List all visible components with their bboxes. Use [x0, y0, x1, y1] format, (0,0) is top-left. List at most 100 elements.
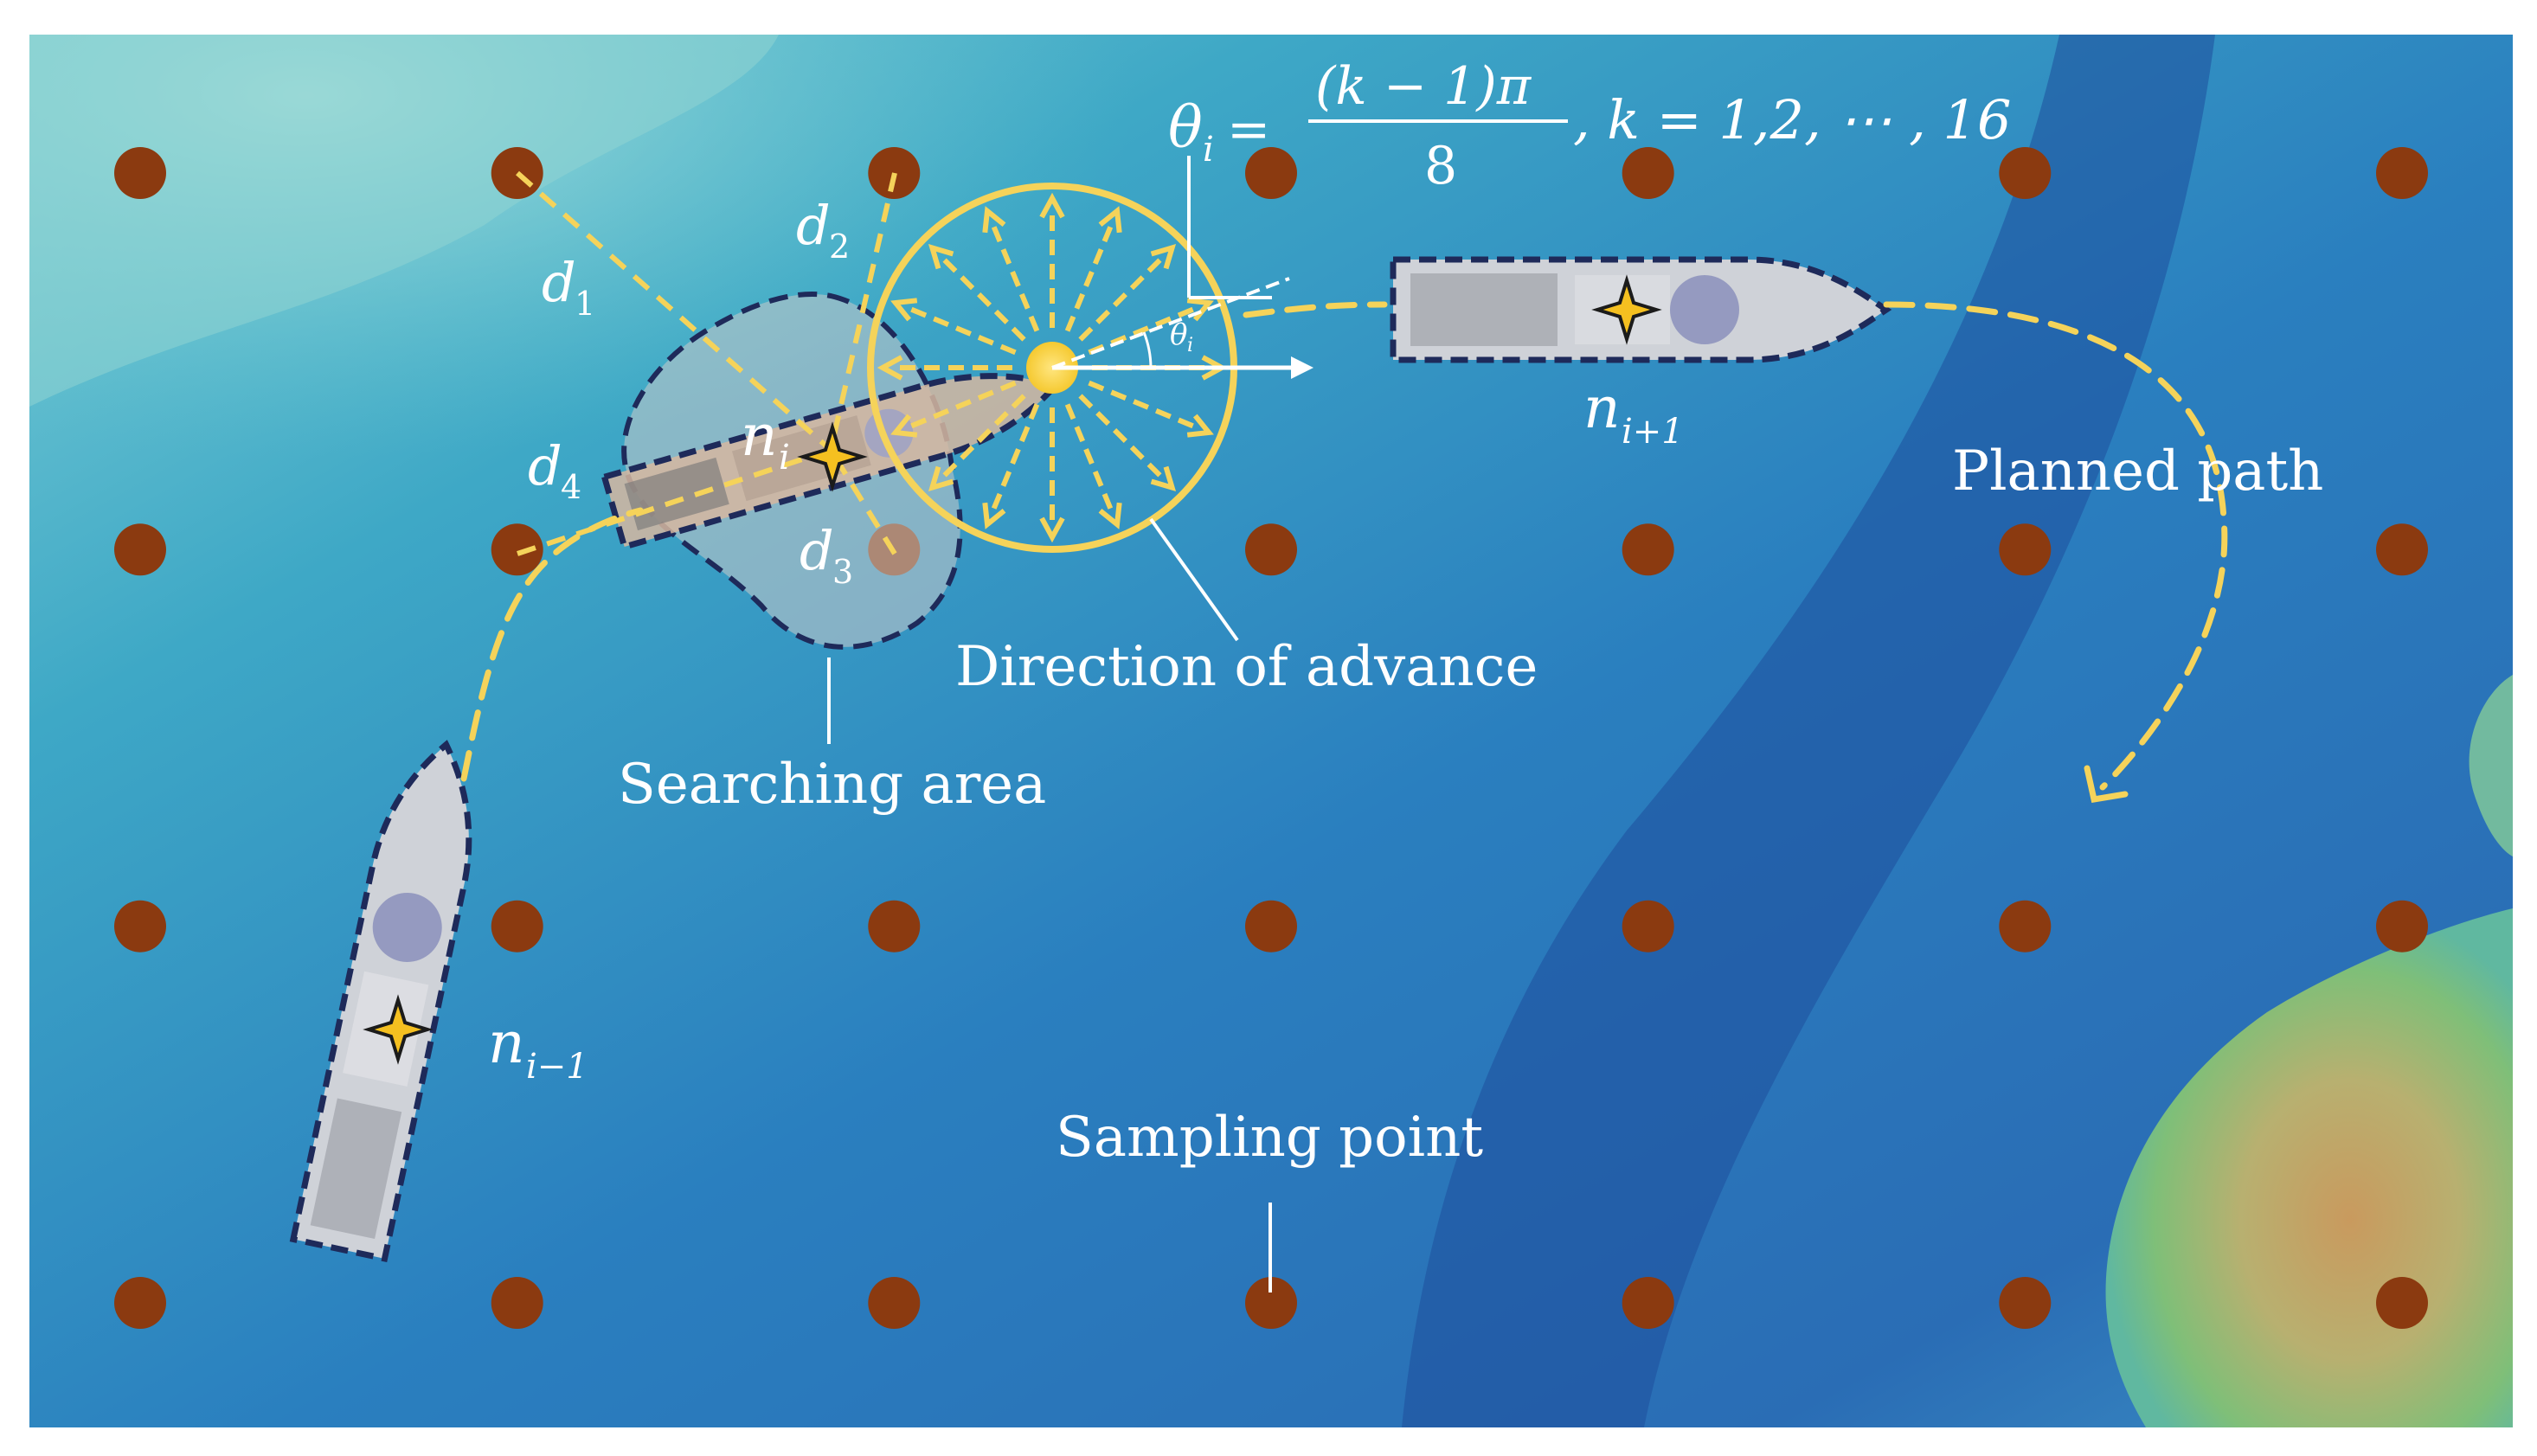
island-east [2469, 675, 2513, 856]
distance-lines [516, 170, 897, 556]
search-ray [991, 403, 1040, 511]
path-segment-planned [1883, 301, 2228, 791]
node-labels: n i n i+1 n i−1 θ i [488, 317, 1684, 1087]
sampling-point [491, 147, 543, 199]
sampling-point [1622, 900, 1674, 952]
search-ray-arrowhead [877, 355, 903, 381]
sampling-point [1999, 1277, 2052, 1329]
x-axis-arrowhead [1291, 356, 1313, 379]
label-direction-of-advance: Direction of advance [955, 635, 1538, 699]
label-d1: d [542, 251, 576, 314]
sampling-point [1245, 147, 1297, 199]
label-d2-sub: 2 [829, 228, 850, 266]
planned-path [460, 301, 2228, 803]
search-ray [941, 256, 1026, 342]
path-arrowhead [2084, 765, 2129, 803]
sampling-point [1622, 147, 1674, 199]
advance-direction-line [1051, 277, 1290, 369]
shallow-reef-region [29, 35, 779, 407]
leader-direction-of-advance [1149, 517, 1239, 642]
label-n-i-minus-1: n [488, 1010, 525, 1076]
label-d3: d [800, 519, 834, 582]
sampling-point [1622, 523, 1674, 576]
search-ray [1088, 306, 1196, 356]
label-searching-area: Searching area [618, 753, 1046, 817]
search-ray-arrowhead [1039, 192, 1065, 219]
path-segment-to-next [1243, 301, 1388, 318]
sampling-point [2376, 1277, 2428, 1329]
angle-construction [1051, 156, 1313, 379]
distance-line-d3 [828, 448, 897, 555]
label-n-i: n [741, 402, 778, 469]
label-n-i-sub: i [779, 438, 790, 478]
label-d4-sub: 4 [561, 468, 581, 506]
sampling-point [868, 1277, 921, 1329]
label-theta-small-sub: i [1187, 335, 1193, 356]
search-ray [1064, 224, 1114, 332]
search-ray-arrowhead [982, 206, 1006, 234]
sampling-point [1245, 900, 1297, 952]
trench [1402, 35, 2215, 1427]
path-segment-previous [460, 507, 644, 782]
formula: θ i = (k − 1)π 8 , k = 1,2, ⋯ , 16 [1168, 56, 2011, 196]
sampling-point [2376, 900, 2428, 952]
sampling-point [1999, 523, 2052, 576]
search-ray [909, 306, 1017, 356]
distance-line-d1 [516, 170, 832, 452]
sampling-point [1999, 900, 2052, 952]
label-n-i-minus-1-sub: i−1 [526, 1047, 588, 1087]
ship-next [1390, 256, 1892, 363]
search-ray-arrowhead [890, 298, 918, 322]
label-d4: d [528, 434, 562, 497]
leader-lines [827, 517, 1272, 1292]
sampling-point [114, 523, 166, 576]
distance-labels: d 1 d 2 d 3 d 4 [528, 194, 853, 591]
label-n-i-plus-1: n [1583, 375, 1621, 441]
search-ray-arrowhead [1098, 502, 1122, 529]
formula-equals: = [1227, 99, 1270, 160]
label-planned-path: Planned path [1952, 439, 2323, 504]
search-rays [877, 192, 1228, 543]
search-ray [991, 224, 1040, 332]
sampling-point [1245, 523, 1297, 576]
search-ray [1064, 403, 1114, 511]
search-ray [909, 380, 1017, 429]
sampling-point [868, 900, 921, 952]
distance-line-d4 [517, 447, 832, 556]
formula-theta-sub: i [1203, 130, 1214, 170]
search-ray [1088, 380, 1196, 429]
formula-theta: θ [1168, 94, 1203, 161]
formula-denominator: 8 [1424, 136, 1457, 196]
label-d1-sub: 1 [575, 285, 595, 323]
sampling-point [114, 900, 166, 952]
search-direction-circle [867, 183, 1237, 553]
sampling-point [2376, 147, 2428, 199]
sampling-point-grid [114, 147, 2428, 1329]
sampling-point [114, 147, 166, 199]
callout-labels: Planned path Direction of advance Search… [618, 439, 2323, 1170]
sampling-point [2376, 523, 2428, 576]
search-ray [1078, 256, 1164, 342]
sampling-point [491, 1277, 543, 1329]
search-ray-arrowhead [928, 465, 954, 492]
search-ray-arrowhead [928, 243, 954, 270]
label-d3-sub: 3 [832, 553, 853, 591]
formula-k-range: , k = 1,2, ⋯ , 16 [1573, 88, 2011, 151]
sampling-point [1999, 147, 2052, 199]
search-ray-arrowhead [1098, 206, 1122, 234]
search-ray-arrowhead [982, 502, 1006, 529]
sampling-point [491, 523, 543, 576]
sampling-point [114, 1277, 166, 1329]
search-ray [1078, 394, 1164, 479]
label-theta-small: θ [1170, 317, 1187, 352]
sampling-point [491, 900, 543, 952]
distance-line-d2 [828, 172, 897, 451]
formula-numerator: (k − 1)π [1315, 56, 1532, 117]
search-ray-arrowhead [1039, 516, 1065, 543]
search-ray-arrowhead [1150, 465, 1177, 492]
label-n-i-plus-1-sub: i+1 [1622, 412, 1684, 452]
search-ray-arrowhead [1186, 414, 1214, 438]
search-ray-arrowhead [1150, 243, 1177, 270]
label-d2: d [796, 194, 831, 257]
